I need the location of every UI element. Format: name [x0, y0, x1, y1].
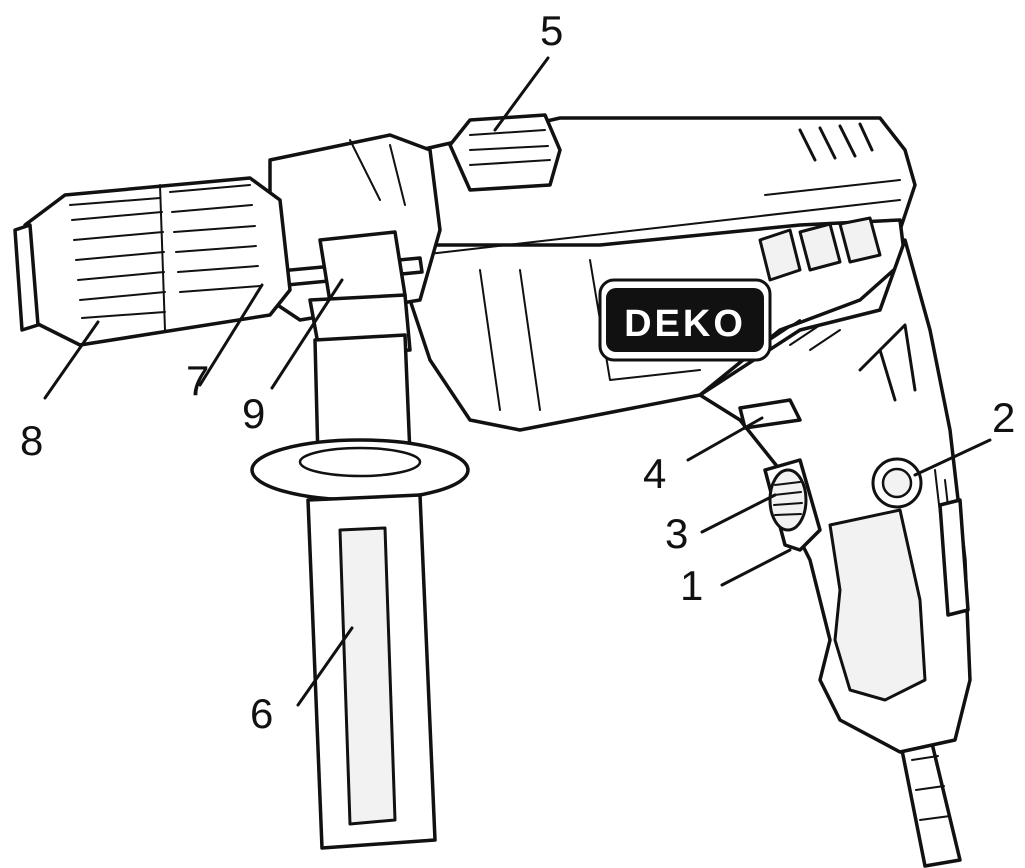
- drill-chuck: [13, 176, 292, 347]
- lock-button: [871, 457, 923, 509]
- callout-5-leader: [493, 56, 550, 132]
- callout-6-leader: [296, 626, 354, 707]
- callout-9-number: 9: [242, 390, 265, 437]
- callout-3: 3: [665, 493, 777, 557]
- brand-logo-plate: DEKO: [598, 278, 772, 362]
- brand-logo-text: DEKO: [624, 303, 746, 345]
- callout-1-leader: [720, 548, 792, 587]
- callout-8-number: 8: [20, 417, 43, 464]
- callout-2-leader: [913, 438, 992, 477]
- callout-5-number: 5: [540, 7, 563, 54]
- callout-6-number: 6: [250, 690, 273, 737]
- callout-7-leader: [198, 283, 264, 387]
- speed-control-wheel: [768, 468, 808, 532]
- callout-4: 4: [643, 416, 764, 497]
- mode-selector: [448, 113, 562, 192]
- callout-8: 8: [20, 320, 100, 464]
- callout-4-number: 4: [643, 450, 666, 497]
- auxiliary-handle: [250, 333, 470, 850]
- callout-5: 5: [493, 7, 563, 132]
- callout-2-number: 2: [992, 394, 1015, 441]
- drill-housing: [398, 116, 972, 754]
- power-cord: [898, 733, 962, 868]
- callout-6: 6: [250, 626, 354, 737]
- callout-7: 7: [186, 283, 264, 404]
- callout-9: 9: [242, 278, 344, 437]
- callout-3-leader: [700, 493, 777, 534]
- callout-4-leader: [686, 416, 764, 462]
- callout-1: 1: [680, 548, 792, 609]
- callout-1-number: 1: [680, 562, 703, 609]
- callout-7-number: 7: [186, 357, 209, 404]
- callout-8-leader: [43, 320, 100, 400]
- callout-3-number: 3: [665, 510, 688, 557]
- callout-2: 2: [913, 394, 1015, 477]
- callout-9-leader: [270, 278, 344, 390]
